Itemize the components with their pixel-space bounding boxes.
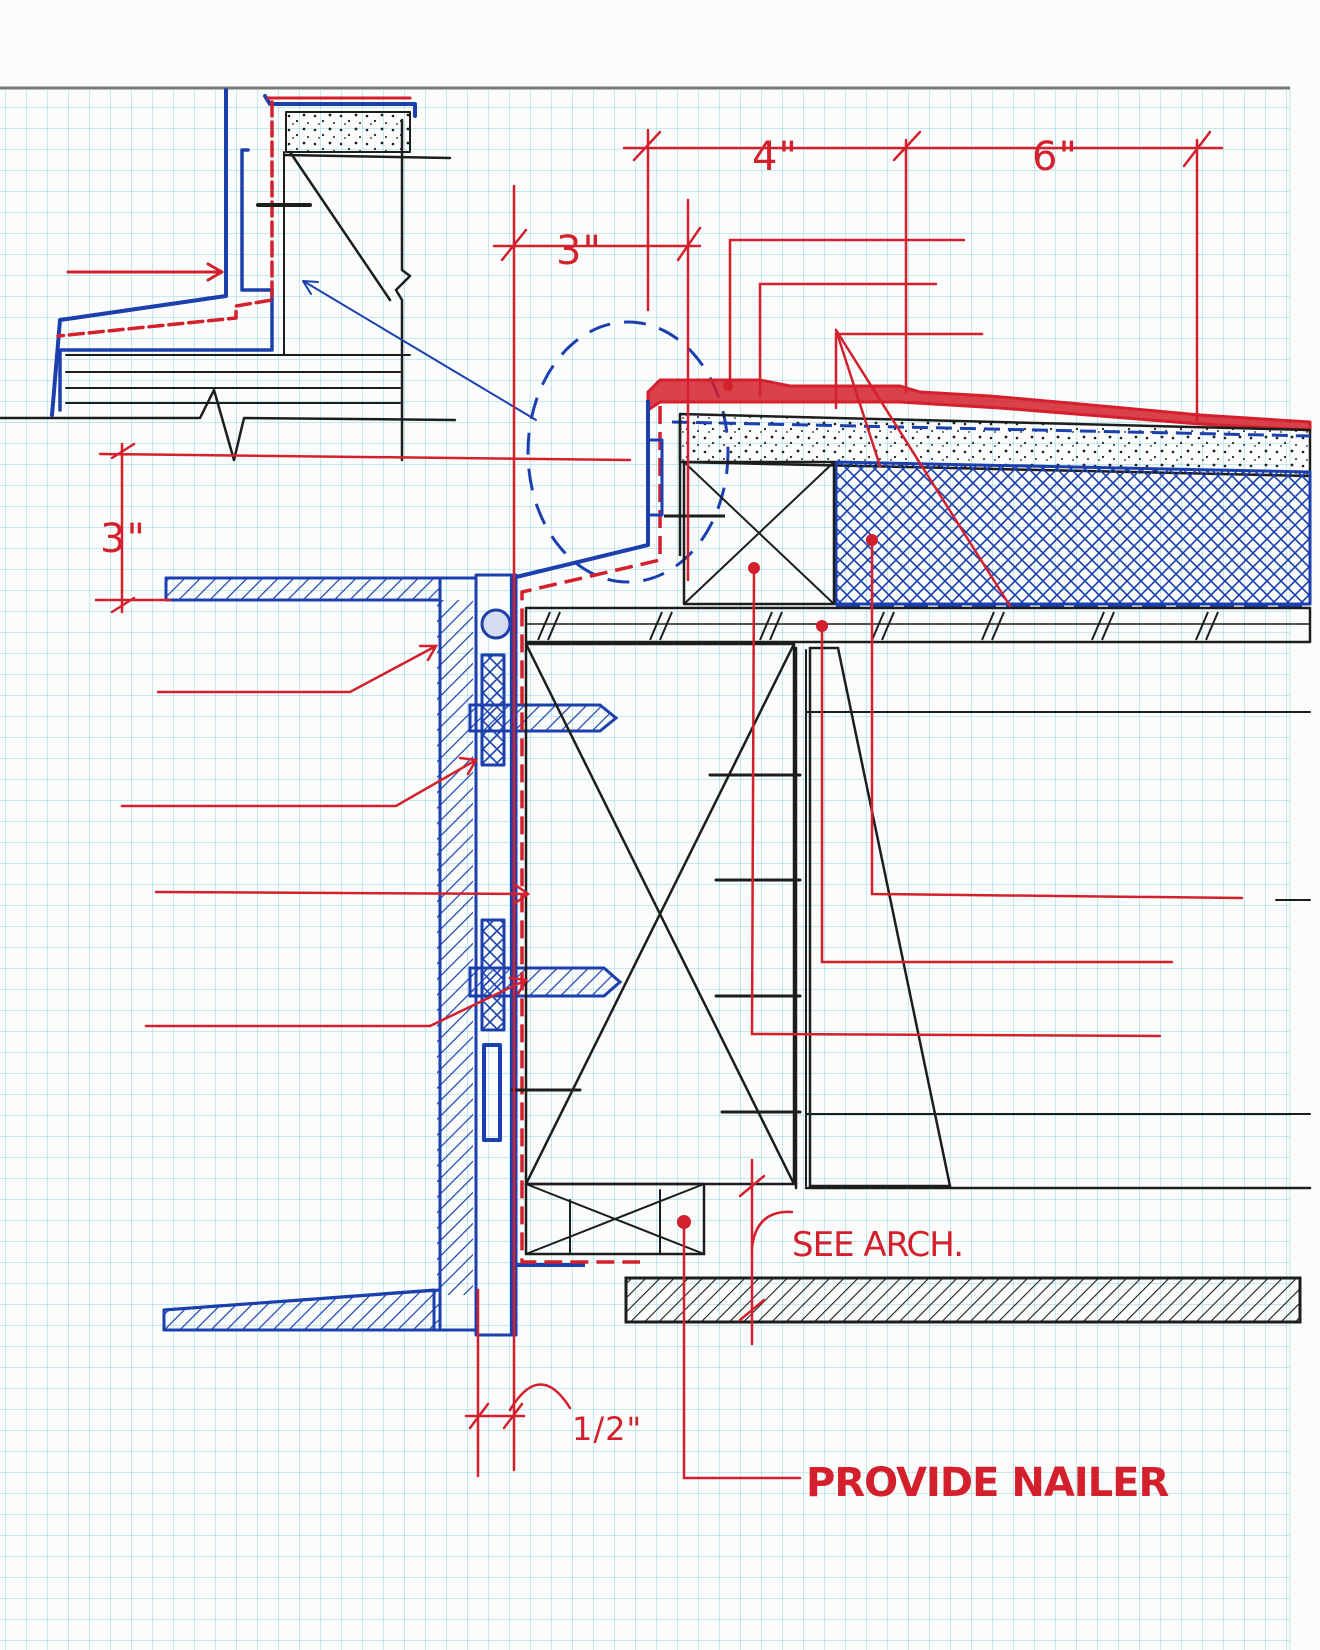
leader-left-2-head <box>458 756 479 776</box>
leader-provide-nailer <box>682 1220 802 1480</box>
deck-tick <box>769 611 783 641</box>
parapet-break-line <box>394 118 412 462</box>
detail-reference-arrowhead <box>302 280 319 295</box>
framing <box>510 642 1312 1256</box>
edge-membrane-red <box>520 406 662 1264</box>
leader-right-1 <box>870 538 1244 900</box>
deck-tick <box>1205 611 1219 641</box>
anchor-channel <box>474 573 518 1337</box>
dim-tick-half-a <box>468 1402 490 1430</box>
deck-tick <box>1195 611 1209 641</box>
leader-right-2 <box>820 624 1174 964</box>
leader-roof-1 <box>728 238 966 392</box>
dimension-6in-label: 6" <box>1032 134 1078 180</box>
leader-left-4-head <box>508 976 529 996</box>
bottom-nailer-x2 <box>525 1183 705 1255</box>
see-arch-tick-top <box>738 1174 766 1198</box>
deck-tick <box>659 611 673 641</box>
deck-tick <box>547 611 561 641</box>
parapet-block-top <box>282 153 452 160</box>
parapet-membrane-red <box>56 100 274 338</box>
dimension-3in-left-label: 3" <box>100 516 146 562</box>
floor-slab <box>624 1276 1302 1324</box>
roof-blue-underlay <box>671 420 1311 438</box>
leader-left-3-head <box>512 882 531 906</box>
roof-deck <box>524 606 1312 644</box>
upper-left-parapet-detail <box>0 88 537 462</box>
anchor-bolt-lower <box>468 966 623 998</box>
deck-tick <box>1091 611 1105 641</box>
roof-deck-break <box>0 388 457 462</box>
main-beam-x2 <box>524 642 796 1186</box>
leader-dot <box>866 534 878 546</box>
dim-ext-3v-top <box>98 452 632 462</box>
dimension-3in-top-label: 3" <box>556 228 602 274</box>
labels: 4" 6" 3" 3" 1/2" SEE ARCH. PROVIDE NAILE… <box>100 134 1169 1506</box>
leader-right-3 <box>750 566 1162 1038</box>
parapet-flashing-blue-2 <box>263 94 417 118</box>
deck-tick <box>881 611 895 641</box>
deck-tick <box>871 611 885 641</box>
deck-tick <box>991 611 1005 641</box>
blocking-top-x2 <box>683 461 835 605</box>
slab-wall-hatch <box>437 600 473 1295</box>
dimension-4in-label: 4" <box>752 134 798 180</box>
leader-left-3 <box>154 890 530 896</box>
page-top-margin <box>0 0 1320 86</box>
parapet-cap-gravel <box>285 111 411 153</box>
joist-tapered-flange <box>808 646 952 1188</box>
leader-left-1 <box>156 644 438 694</box>
leader-dot <box>748 562 760 574</box>
deck-tick-marks <box>537 611 1219 641</box>
dim-tick-3v-top <box>110 442 136 460</box>
detail-reference-leader-blue <box>304 281 537 421</box>
parapet-flashing-blue <box>50 88 228 417</box>
edge-clip <box>646 438 664 517</box>
leader-dot <box>816 620 828 632</box>
dim-half-arc <box>508 1383 572 1412</box>
red-annotation-lines <box>94 128 1244 1480</box>
leader-dot <box>677 1215 691 1229</box>
leader-dots <box>677 381 878 1229</box>
bottom-nailer <box>524 1182 706 1256</box>
deck-tick <box>1101 611 1115 641</box>
leader-left-4 <box>144 978 528 1028</box>
rigid-insulation <box>834 460 1312 606</box>
leader-roof-4a <box>834 328 882 468</box>
dim-tick-half-b <box>502 1402 524 1430</box>
slab-top-edge <box>164 576 442 602</box>
see-arch-note: SEE ARCH. <box>792 1225 963 1265</box>
leader-roof-4b <box>834 328 1012 608</box>
see-arch-tick-bottom <box>738 1298 766 1322</box>
deck-tick <box>537 611 551 641</box>
wood-blocking-top <box>682 460 836 606</box>
deck-tick <box>649 611 663 641</box>
blue-concrete-slab <box>162 573 585 1337</box>
anchor-bolt-upper <box>468 703 619 733</box>
clip-angle-lower <box>482 1043 502 1142</box>
deck-tick <box>981 611 995 641</box>
parapet-cant <box>288 150 392 302</box>
deck-tick <box>759 611 773 641</box>
leader-roof-2 <box>758 282 938 398</box>
backer-rod <box>480 608 512 640</box>
leader-dot <box>723 381 733 391</box>
leader-left-1-head <box>418 644 439 662</box>
see-arch-arc <box>750 1210 794 1250</box>
provide-nailer-note: PROVIDE NAILER <box>806 1460 1168 1506</box>
roof-membrane-red <box>646 378 1312 432</box>
parapet-leader-arrowhead <box>206 262 224 282</box>
dimension-half-inch-label: 1/2" <box>572 1410 642 1448</box>
roof-assembly <box>510 378 1312 1335</box>
slab-bottom-edge <box>162 1288 442 1332</box>
leader-left-2 <box>120 758 478 808</box>
